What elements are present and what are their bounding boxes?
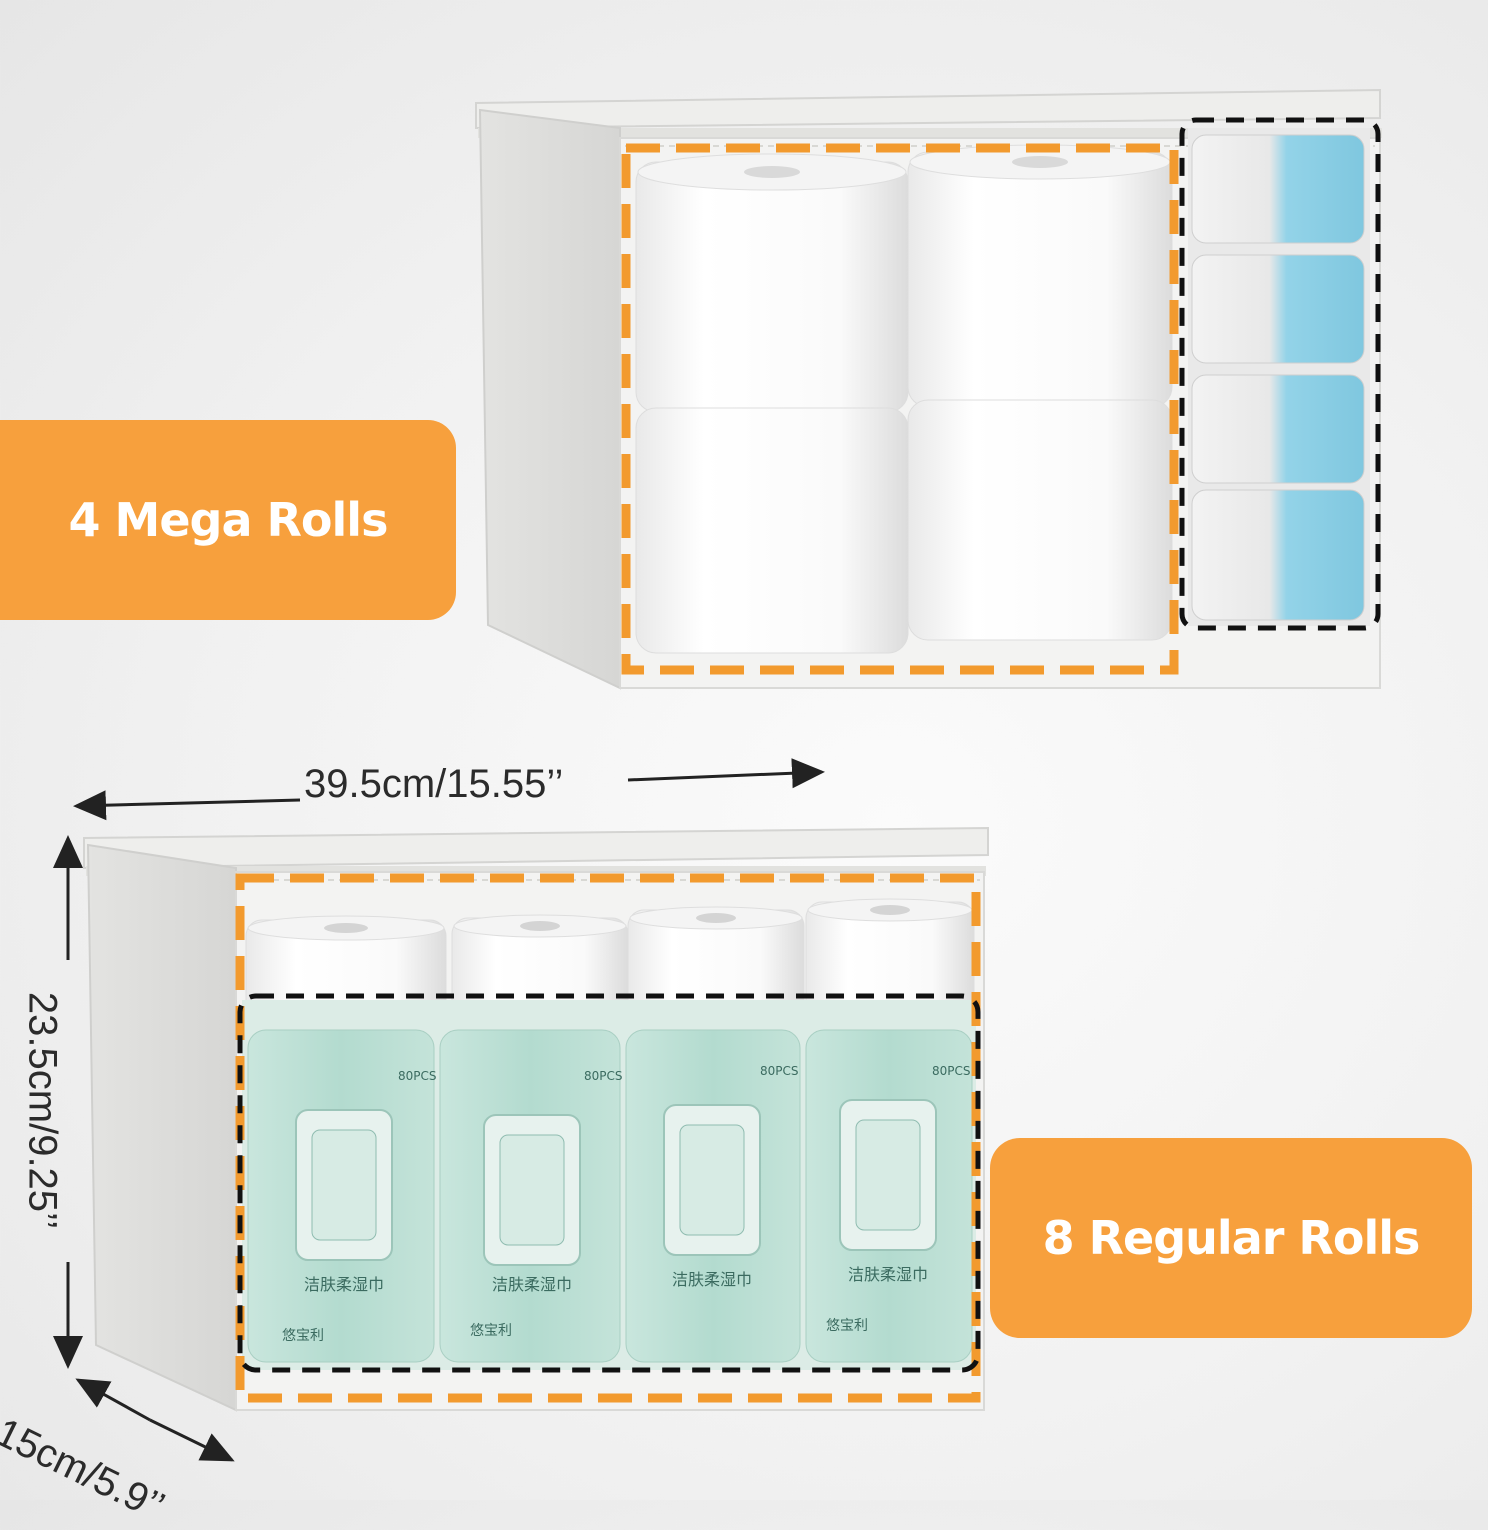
mega-roll — [907, 151, 1173, 408]
wipes-pack — [1191, 134, 1365, 244]
wipes-pack — [1191, 254, 1365, 364]
depth-arrow — [149, 1418, 235, 1462]
pkg-count-text: 80PCS — [584, 1069, 623, 1083]
width-dimension: 39.5cm/15.55’’ — [304, 762, 564, 806]
mega-roll — [635, 161, 909, 413]
wipes-pack — [1191, 374, 1365, 484]
wipes-zone-outline-bottom — [237, 993, 981, 1373]
pkg-product-text: 洁肤柔湿巾 — [304, 1275, 384, 1294]
wipes-pack — [1191, 489, 1365, 621]
pkg-product-text: 洁肤柔湿巾 — [672, 1270, 752, 1289]
pkg-count-text: 80PCS — [760, 1064, 799, 1078]
width-arrow-right — [627, 758, 825, 789]
wipes-pack — [805, 1029, 973, 1363]
pkg-brand-text: 悠宝利 — [826, 1318, 868, 1334]
pkg-count-text: 80PCS — [398, 1069, 437, 1083]
wipes-pack — [247, 1029, 435, 1363]
pkg-count-text: 80PCS — [932, 1064, 971, 1078]
wipes-row-bottom: 洁肤柔湿巾 洁肤柔湿巾 洁肤柔湿巾 洁肤柔湿巾 悠宝利 悠宝利 悠宝利 80PC… — [242, 1000, 976, 1370]
rolls-zone-outline-top — [621, 143, 1179, 675]
mega-rolls-label: 4 Mega Rolls — [0, 420, 456, 620]
wipes-column-top — [1188, 128, 1370, 626]
width-arrow-left — [73, 790, 301, 821]
mega-roll-stack — [635, 144, 1173, 654]
regular-rolls-text: 8 Regular Rolls — [1042, 1211, 1421, 1265]
wipes-zone-outline-top — [1179, 117, 1381, 631]
mega-roll — [907, 399, 1173, 641]
regular-rolls-label: 8 Regular Rolls — [990, 1138, 1472, 1338]
mega-roll — [635, 407, 909, 654]
wipes-pack — [625, 1029, 801, 1363]
pkg-brand-text: 悠宝利 — [282, 1328, 324, 1344]
pkg-product-text: 洁肤柔湿巾 — [492, 1275, 572, 1294]
height-dimension: 23.5cm/9.25’’ — [20, 991, 65, 1230]
pkg-brand-text: 悠宝利 — [470, 1323, 512, 1339]
depth-arrow — [75, 1378, 151, 1422]
wipes-pack — [439, 1029, 621, 1363]
mega-rolls-text: 4 Mega Rolls — [68, 493, 389, 547]
pkg-product-text: 洁肤柔湿巾 — [848, 1265, 928, 1284]
